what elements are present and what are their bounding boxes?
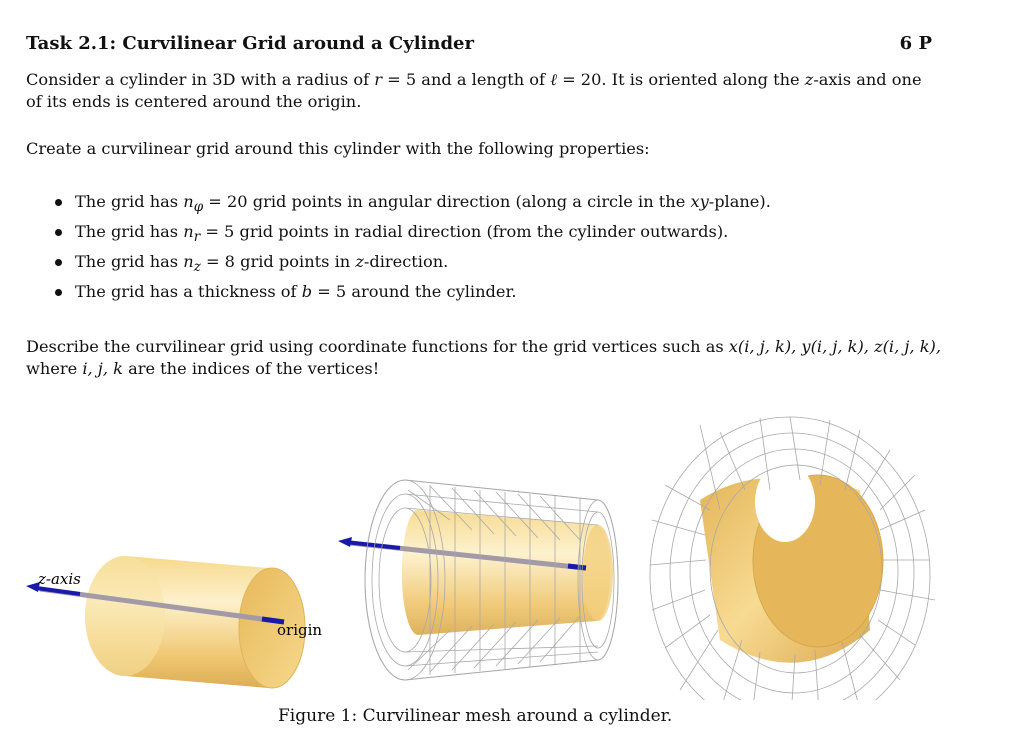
figure-cylinder: z-axis origin	[26, 556, 322, 689]
intro-text: of its ends is centered around the origi…	[26, 92, 362, 111]
intro-paragraph: Consider a cylinder in 3D with a radius …	[26, 69, 956, 113]
bullet	[55, 199, 62, 206]
symbol-r: r	[374, 70, 382, 89]
symbol-l: ℓ	[550, 70, 557, 89]
symbol-z: z	[804, 70, 814, 89]
task-points: 6 P	[899, 33, 932, 54]
task-title: Task 2.1: Curvilinear Grid around a Cyli…	[26, 33, 474, 54]
list-item: The grid has nr = 5 grid points in radia…	[50, 221, 771, 251]
list-item: The grid has nz = 8 grid points in z-dir…	[50, 251, 771, 281]
intro-text: Consider a cylinder in 3D with a radius …	[26, 70, 375, 89]
list-item: The grid has nφ = 20 grid points in angu…	[50, 191, 771, 221]
describe-paragraph: Describe the curvilinear grid using coor…	[26, 337, 941, 378]
figure-mesh-side	[338, 479, 619, 681]
intro-text: -axis and one	[813, 70, 922, 89]
coordinate-functions: x(i, j, k), y(i, j, k), z(i, j, k),	[728, 337, 941, 356]
task-header: Task 2.1: Curvilinear Grid around a Cyli…	[26, 33, 932, 54]
intro-text: = 5 and a length of	[382, 70, 551, 89]
figure-caption: Figure 1: Curvilinear mesh around a cyli…	[278, 706, 673, 726]
indices: i, j, k	[82, 359, 123, 378]
list-item: The grid has a thickness of b = 5 around…	[50, 281, 771, 311]
intro-text: = 20. It is oriented along the	[556, 70, 805, 89]
properties-list: The grid has nφ = 20 grid points in angu…	[50, 191, 771, 311]
arrow-head	[26, 582, 40, 592]
create-paragraph: Create a curvilinear grid around this cy…	[26, 139, 650, 158]
arrow-head	[338, 537, 352, 547]
origin-label: origin	[277, 621, 322, 639]
bullet	[55, 259, 62, 266]
figure-mesh-end	[700, 462, 884, 663]
figure-illustrations: z-axis origin	[26, 416, 936, 700]
bullet	[55, 289, 62, 296]
zaxis-label: z-axis	[37, 570, 81, 588]
bullet	[55, 229, 62, 236]
